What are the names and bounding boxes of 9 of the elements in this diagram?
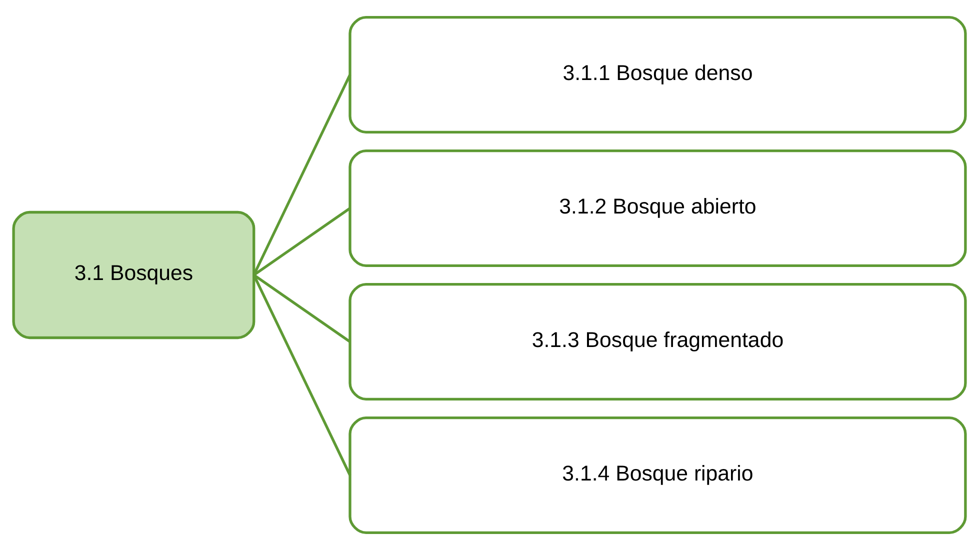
connector: [252, 74, 352, 276]
connector: [253, 273, 351, 342]
node-box: 3.1.4 Bosque ripario: [348, 416, 967, 534]
node-box: 3.1.1 Bosque denso: [348, 16, 967, 133]
connector: [252, 274, 352, 476]
node-box: 3.1.2 Bosque abierto: [348, 149, 967, 266]
connector: [253, 206, 351, 276]
node-box: 3.1 Bosques: [12, 210, 256, 339]
node-box: 3.1.3 Bosque fragmentado: [348, 282, 967, 400]
